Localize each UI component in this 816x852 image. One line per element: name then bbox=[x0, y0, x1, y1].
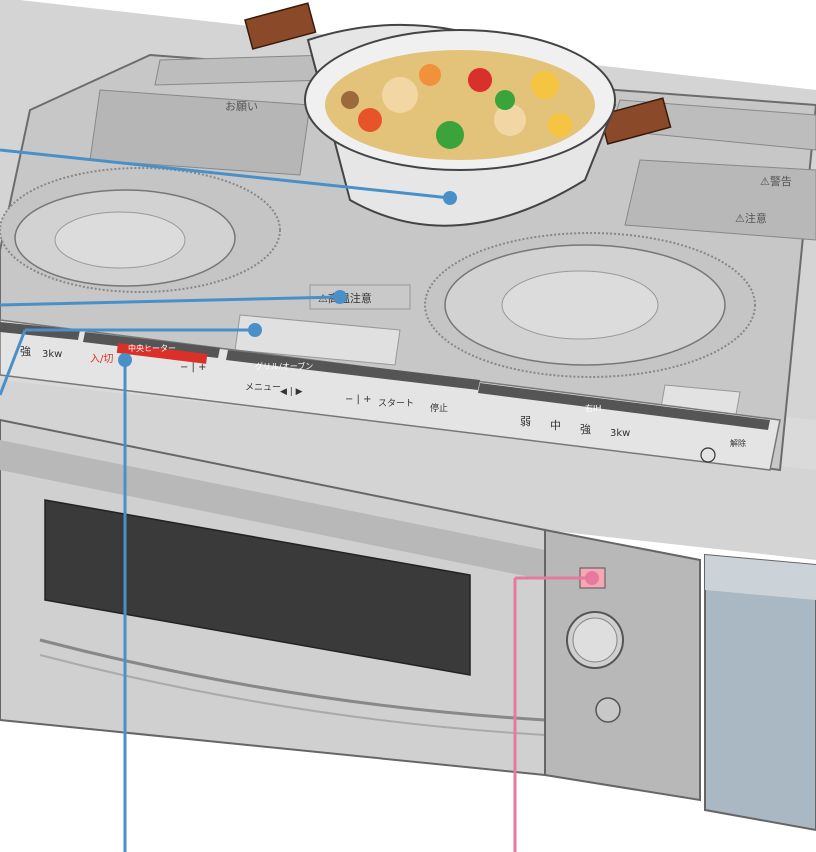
caution-label: ⚠注意 bbox=[735, 211, 767, 225]
grill-title: グリル/オーブン bbox=[255, 361, 313, 371]
right-burner bbox=[425, 233, 755, 377]
knob-panel bbox=[545, 530, 700, 800]
small-button[interactable] bbox=[596, 698, 620, 722]
grill-arrows[interactable]: ◀ | ▶ bbox=[280, 387, 303, 397]
grill-adjust[interactable]: − | + bbox=[345, 394, 371, 405]
left-burner bbox=[0, 168, 280, 292]
right-3kw[interactable]: 3kw bbox=[610, 428, 630, 439]
grill-menu[interactable]: メニュー bbox=[245, 383, 281, 393]
right-title: 右IH bbox=[585, 403, 601, 413]
right-weak[interactable]: 弱 bbox=[520, 415, 531, 428]
right-strong[interactable]: 強 bbox=[580, 423, 591, 436]
grill-stop[interactable]: 停止 bbox=[430, 402, 448, 414]
right-medium[interactable]: 中 bbox=[550, 419, 561, 432]
center-title: 中央ヒーター bbox=[128, 343, 176, 353]
grill-start[interactable]: スタート bbox=[378, 398, 414, 409]
drawer bbox=[705, 555, 816, 830]
notice-label: お願い bbox=[225, 100, 258, 113]
warning-label: ⚠警告 bbox=[760, 174, 792, 188]
left-strong-label: 強 bbox=[20, 345, 31, 358]
lock-release-label: 解除 bbox=[730, 438, 746, 448]
center-minus-plus[interactable]: − | + bbox=[180, 362, 206, 373]
left-3kw-label: 3kw bbox=[42, 349, 62, 360]
center-on-off[interactable]: 入/切 bbox=[90, 353, 113, 365]
